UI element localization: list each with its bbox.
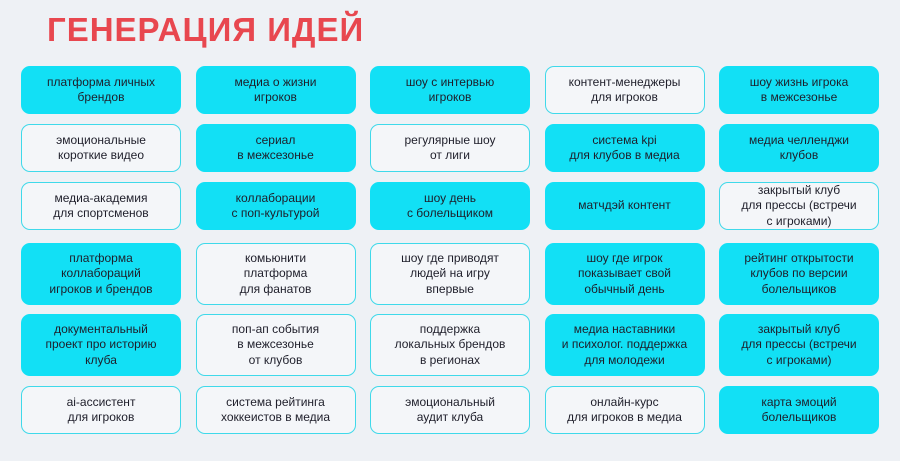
idea-card: коллаборации с поп-культурой <box>195 182 356 230</box>
idea-card: матчдэй контент <box>544 182 705 230</box>
idea-card: медиа челленджи клубов <box>719 124 879 172</box>
idea-card: шоу где игрок показывает свой обычный де… <box>544 243 705 305</box>
idea-card: медиа о жизни игроков <box>195 66 356 114</box>
idea-card: закрытый клуб для прессы (встречи с игро… <box>719 314 879 376</box>
idea-card: шоу с интервью игроков <box>370 66 530 114</box>
idea-card: поп-ап события в межсезонье от клубов <box>195 314 356 376</box>
idea-card: поддержка локальных брендов в регионах <box>370 314 530 376</box>
idea-card: шоу день с болельщиком <box>370 182 530 230</box>
idea-card: платформа личных брендов <box>21 66 181 114</box>
idea-card: платформа коллабораций игроков и брендов <box>21 243 181 305</box>
idea-card: эмоциональный аудит клуба <box>370 386 530 434</box>
idea-card: регулярные шоу от лиги <box>370 124 530 172</box>
idea-card: онлайн-курс для игроков в медиа <box>544 386 705 434</box>
idea-card: система рейтинга хоккеистов в медиа <box>195 386 356 434</box>
idea-card: система kpi для клубов в медиа <box>544 124 705 172</box>
idea-card: эмоциональные короткие видео <box>21 124 181 172</box>
idea-card: ai-ассистент для игроков <box>21 386 181 434</box>
idea-card: шоу где приводят людей на игру впервые <box>370 243 530 305</box>
idea-card: закрытый клуб для прессы (встречи с игро… <box>719 182 879 230</box>
idea-card: сериал в межсезонье <box>195 124 356 172</box>
idea-card: медиа-академия для спортсменов <box>21 182 181 230</box>
idea-card: комьюнити платформа для фанатов <box>195 243 356 305</box>
page-title: ГЕНЕРАЦИЯ ИДЕЙ <box>47 11 365 48</box>
idea-card: шоу жизнь игрока в межсезонье <box>719 66 879 114</box>
idea-card: контент-менеджеры для игроков <box>544 66 705 114</box>
idea-card: медиа наставники и психолог. поддержка д… <box>544 314 705 376</box>
idea-card: документальный проект про историю клуба <box>21 314 181 376</box>
idea-card: карта эмоций болельщиков <box>719 386 879 434</box>
idea-card: рейтинг открытости клубов по версии боле… <box>719 243 879 305</box>
ideas-grid: платформа личных брендов медиа о жизни иг… <box>21 66 879 436</box>
